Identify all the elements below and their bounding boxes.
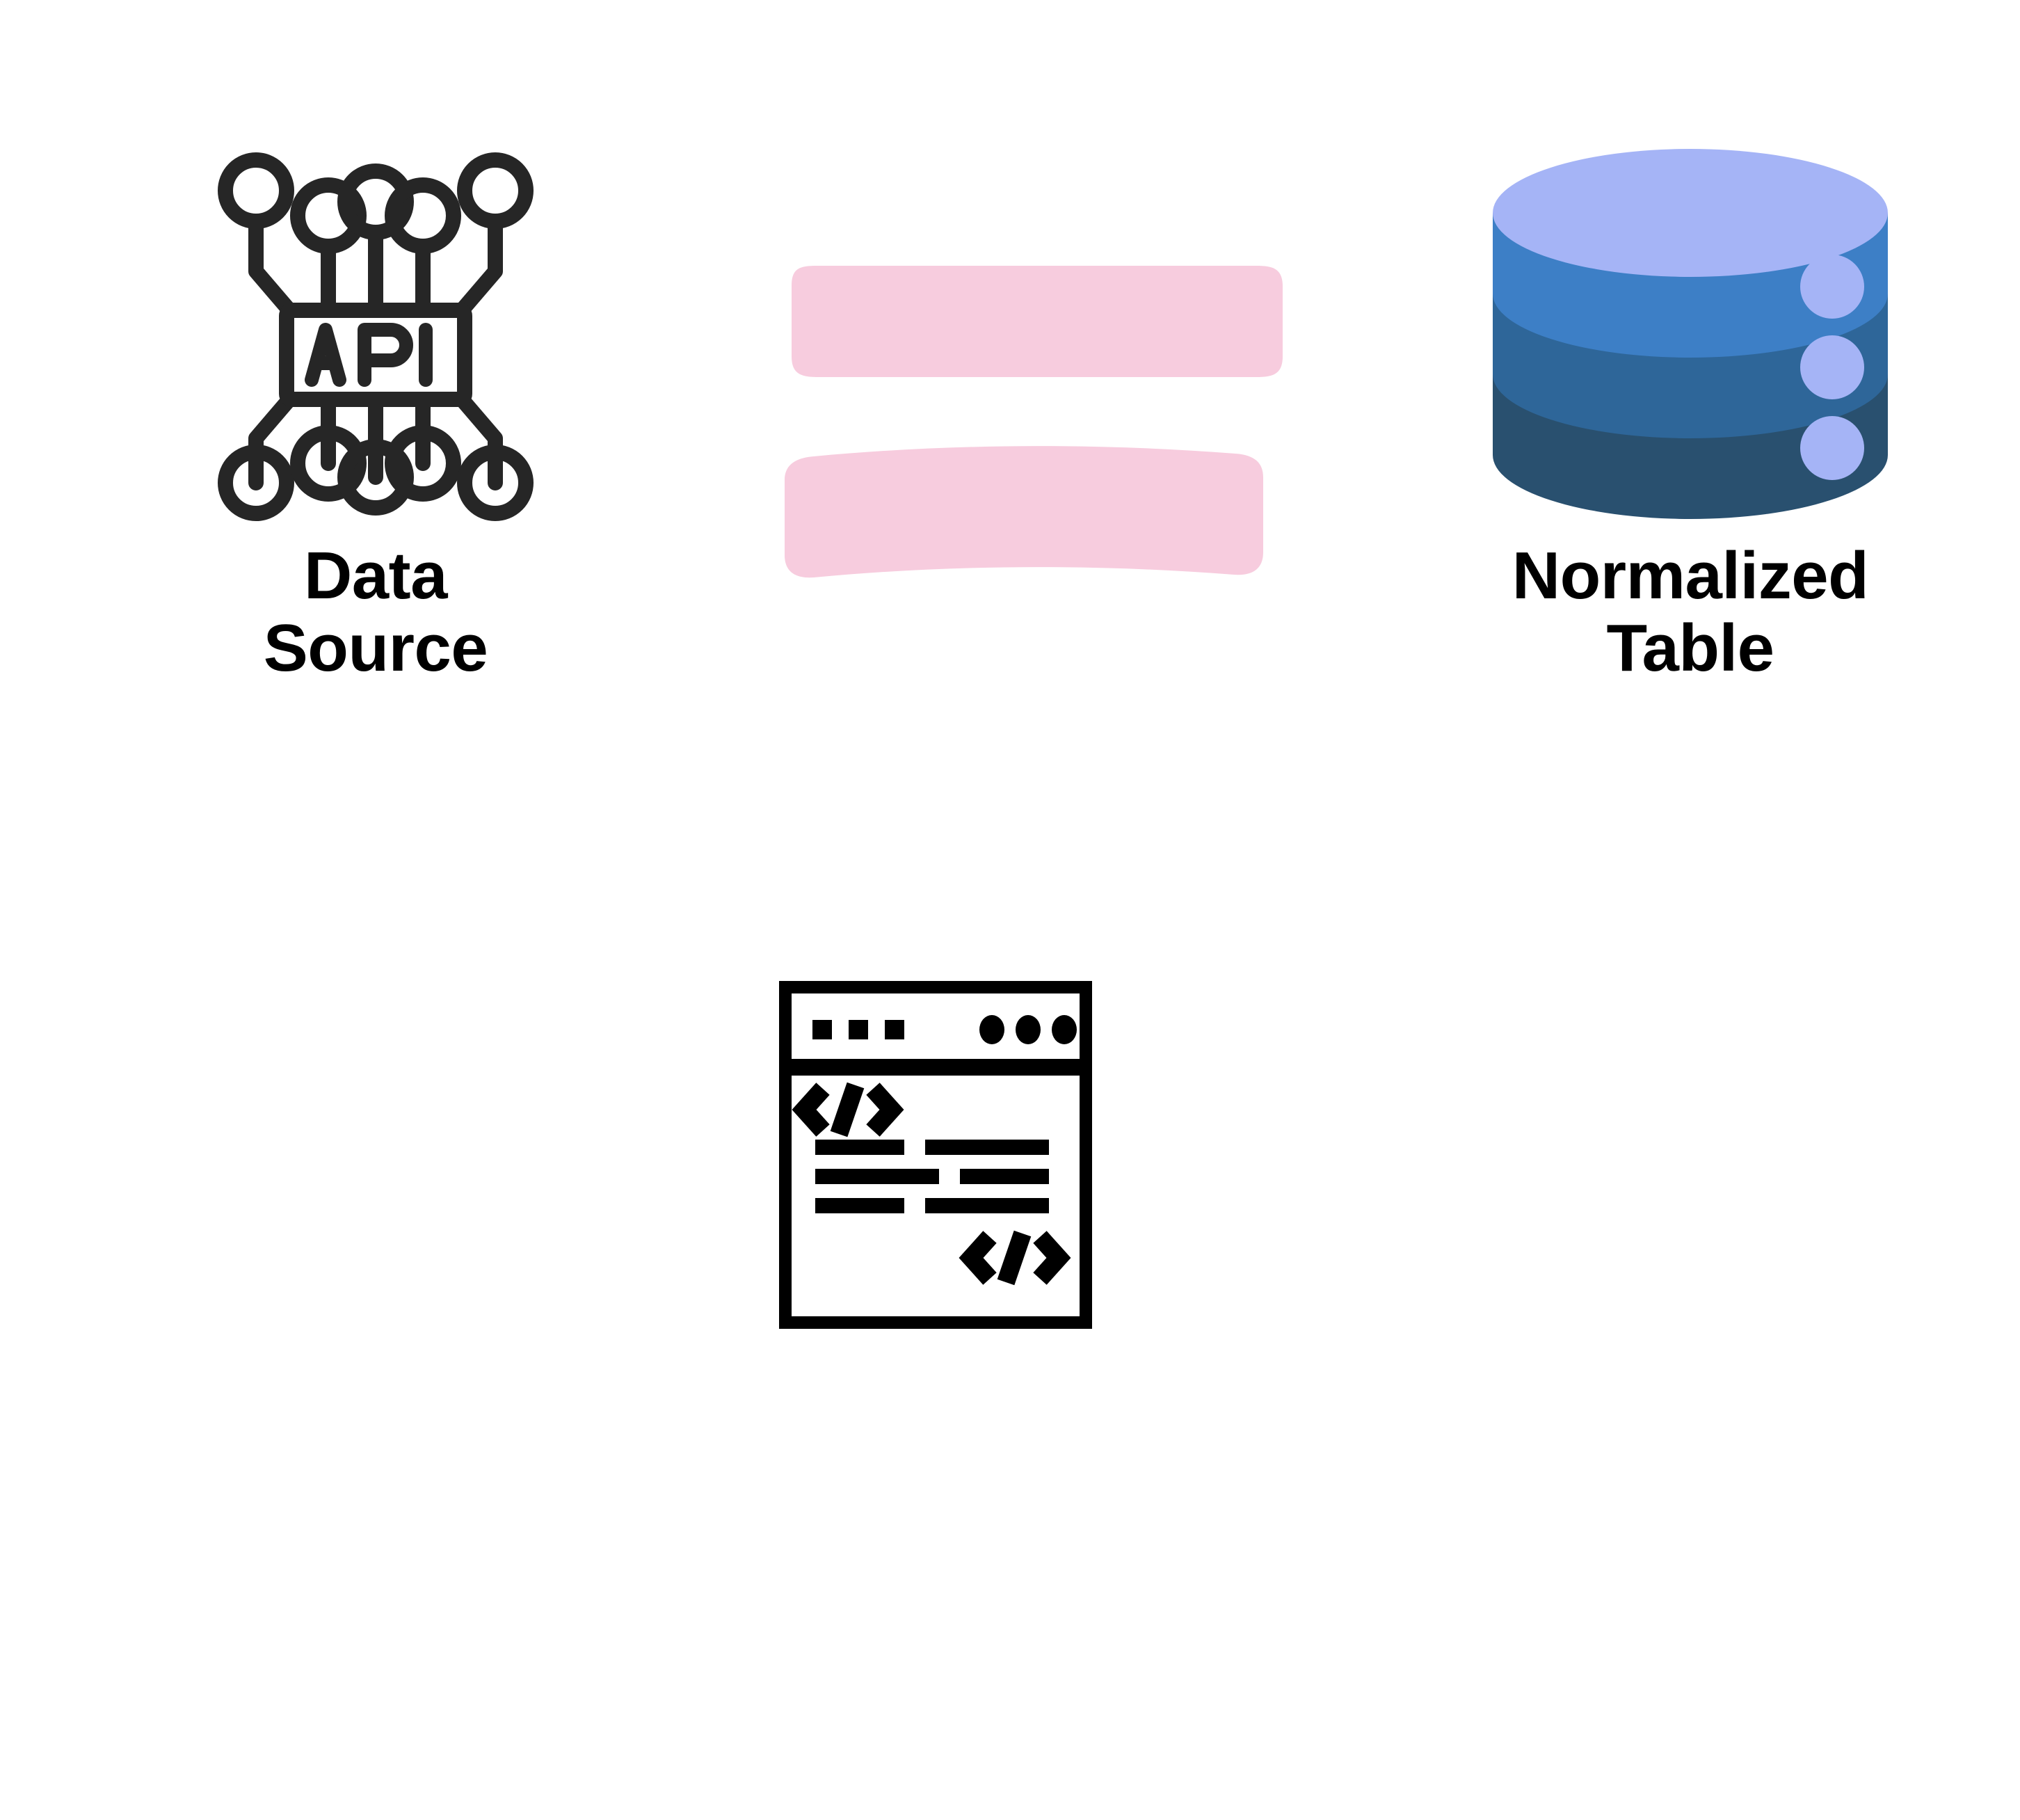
code-line-bar xyxy=(815,1140,904,1155)
code-line-bar xyxy=(925,1140,1049,1155)
code-line-bar xyxy=(925,1198,1049,1213)
code-bracket-glyph-top xyxy=(792,1082,904,1138)
db-indicator-dot xyxy=(1800,335,1864,399)
code-window-titlebar-squares xyxy=(812,1020,904,1039)
code-line-bar xyxy=(815,1169,939,1184)
equals-sign xyxy=(785,266,1283,578)
db-top-cap xyxy=(1493,149,1888,277)
db-indicator-dot xyxy=(1800,255,1864,319)
code-line-bar xyxy=(960,1169,1049,1184)
database-cylinder-icon xyxy=(1493,149,1888,519)
node-label-normalized-table: Normalized Table xyxy=(1512,538,1869,685)
code-window-titlebar-divider xyxy=(783,1059,1088,1076)
equals-bar-bottom xyxy=(785,446,1263,578)
equals-bar-top xyxy=(792,266,1283,377)
db-indicator-dot xyxy=(1800,416,1864,480)
code-line-bar xyxy=(815,1198,904,1213)
node-data-source[interactable]: Data Source xyxy=(139,146,612,684)
code-window-titlebar-circles xyxy=(979,1015,1077,1044)
code-line-rows xyxy=(815,1140,1049,1213)
code-bracket-glyph-bottom xyxy=(959,1230,1071,1286)
api-chip-icon xyxy=(218,152,534,521)
node-label-data-source: Data Source xyxy=(263,538,488,685)
code-window-icon[interactable] xyxy=(779,981,1092,1329)
node-normalized-table[interactable]: Normalized Table xyxy=(1433,146,1948,684)
code-window-frame xyxy=(779,981,1092,1329)
